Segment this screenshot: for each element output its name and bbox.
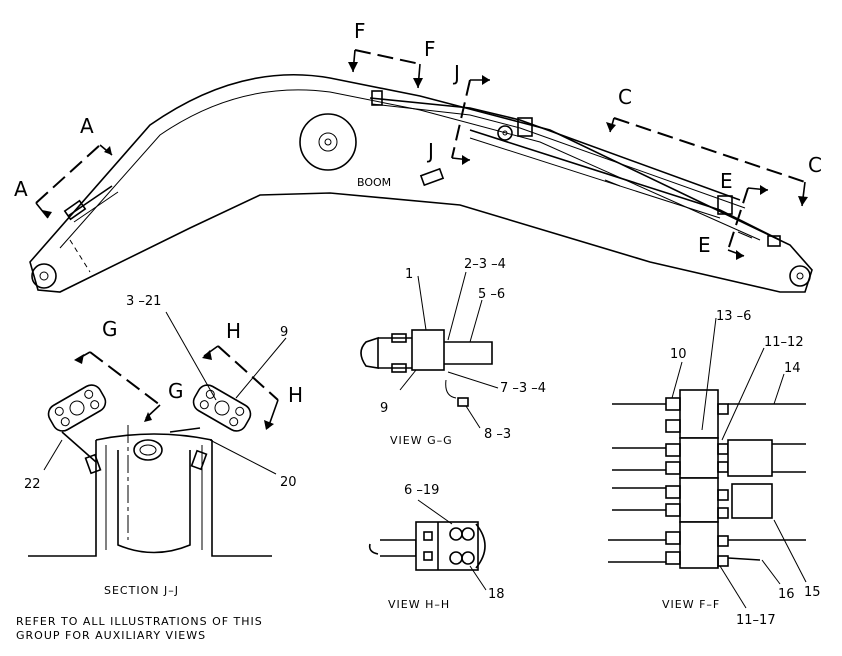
- view-ff-caption: VIEW F–F: [662, 598, 720, 611]
- view-gg-caption: VIEW G–G: [390, 434, 453, 447]
- callout-20: 20: [280, 475, 297, 490]
- marker-c-right: C: [808, 153, 822, 177]
- marker-e-upper: E: [720, 169, 733, 193]
- callout-22: 22: [24, 477, 41, 492]
- callout-14: 14: [784, 361, 801, 376]
- marker-a-upper: A: [80, 114, 94, 138]
- section-jj: G G H H 3 –21 9 22 20 SECTION J–J: [24, 294, 303, 597]
- marker-e-lower: E: [698, 233, 711, 257]
- section-markers: A A F F J J C C E E BOOM: [14, 19, 822, 260]
- callout-13-6: 13 –6: [716, 309, 751, 324]
- callout-18: 18: [488, 587, 505, 602]
- marker-a-lower: A: [14, 177, 28, 201]
- boom-drawing: [29, 73, 813, 293]
- marker-g-lower: G: [168, 379, 184, 403]
- callout-1: 1: [405, 267, 413, 282]
- marker-j-lower: J: [426, 139, 434, 163]
- view-gg: 1 2–3 –4 5 –6 7 –3 –4 9 8 –3 VIEW G–G: [360, 257, 546, 447]
- marker-h-lower: H: [288, 383, 303, 407]
- marker-f-right: F: [424, 37, 436, 61]
- callout-11-12: 11–12: [764, 335, 804, 350]
- section-jj-caption: SECTION J–J: [104, 584, 179, 597]
- callout-2-3-4: 2–3 –4: [464, 257, 506, 272]
- callout-7-3-4: 7 –3 –4: [500, 381, 546, 396]
- callout-3-21: 3 –21: [126, 294, 161, 309]
- marker-j-upper: J: [452, 61, 460, 85]
- callout-8-3: 8 –3: [484, 427, 511, 442]
- callout-15: 15: [804, 585, 821, 600]
- callout-6-19: 6 –19: [404, 483, 439, 498]
- view-ff: 10 13 –6 11–12 14 15 16 11–17 VIEW F–F: [608, 309, 821, 628]
- callout-11-17: 11–17: [736, 613, 776, 628]
- marker-c-left: C: [618, 85, 632, 109]
- callout-16: 16: [778, 587, 795, 602]
- callout-10: 10: [670, 347, 687, 362]
- callout-9-gg: 9: [380, 401, 388, 416]
- callout-5-6: 5 –6: [478, 287, 505, 302]
- marker-h-upper: H: [226, 319, 241, 343]
- note-line-2: GROUP FOR AUXILIARY VIEWS: [16, 629, 206, 642]
- note-line-1: REFER TO ALL ILLUSTRATIONS OF THIS: [16, 615, 263, 628]
- view-hh-caption: VIEW H–H: [388, 598, 450, 611]
- marker-f-left: F: [354, 19, 366, 43]
- marker-g-upper: G: [102, 317, 118, 341]
- view-hh: 6 –19 18 VIEW H–H: [368, 483, 505, 611]
- callout-9-jj: 9: [280, 325, 288, 340]
- boom-label: BOOM: [357, 176, 391, 189]
